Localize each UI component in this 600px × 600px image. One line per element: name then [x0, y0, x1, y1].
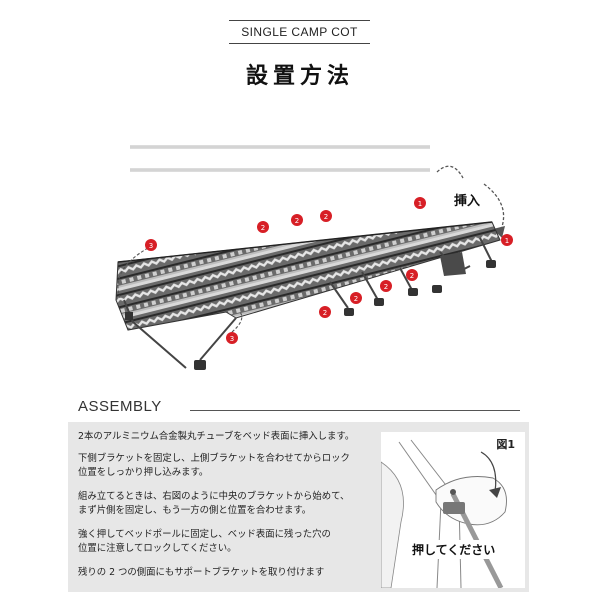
page-title: 設置方法	[245, 64, 354, 89]
step-badge: 2	[257, 221, 269, 233]
step-3-text: 組み立てるときは、右図のように中央のブラケットから始めて、 まず片側を固定し、も…	[78, 491, 350, 516]
svg-text:2: 2	[323, 309, 327, 317]
bracket-joints	[125, 260, 496, 370]
step-badges: 1 1 2 2 2 2 2 2 2 3 3	[145, 197, 513, 344]
step-badge: 1	[414, 197, 426, 209]
svg-text:2: 2	[261, 224, 265, 232]
svg-text:2: 2	[324, 213, 328, 221]
section-divider	[190, 410, 520, 411]
figure-caption: 押してください	[409, 540, 499, 559]
step-5-text: 残りの 2 つの側面にもサポートブラケットを取り付けます	[78, 567, 325, 578]
guide-arrow-left	[117, 247, 149, 299]
step-1-text: 2本のアルミニウム合金製丸チューブをベッド表面に挿入します。	[78, 431, 355, 442]
insert-arrow-top	[436, 165, 464, 179]
step-badge: 2	[319, 306, 331, 318]
insert-label: 挿入	[454, 193, 480, 209]
figure-label: 図1	[496, 438, 515, 451]
step-badge: 2	[380, 280, 392, 292]
cot-assembly-illustration: 挿入 1 1 2 2 2 2 2 2 2 3 3	[115, 145, 513, 370]
product-label: SINGLE CAMP COT	[229, 20, 370, 44]
svg-text:2: 2	[410, 272, 414, 280]
svg-text:3: 3	[230, 335, 234, 343]
center-bracket	[440, 252, 466, 276]
svg-text:3: 3	[149, 242, 153, 250]
step-4-text: 強く押してベッドポールに固定し、ベッド表面に残った穴の 位置に注意してロックして…	[78, 529, 331, 554]
step-badge: 2	[291, 214, 303, 226]
step-2-text: 下側ブラケットを固定し、上側ブラケットを合わせてからロック 位置をしっかり押し込…	[78, 453, 350, 478]
svg-text:2: 2	[295, 217, 299, 225]
step-badge: 2	[406, 269, 418, 281]
step-badge: 1	[501, 234, 513, 246]
svg-text:2: 2	[384, 283, 388, 291]
aluminum-tubes	[130, 145, 430, 172]
step-badge: 3	[145, 239, 157, 251]
step-badge: 2	[350, 292, 362, 304]
guide-arrow-bottom	[231, 311, 243, 333]
svg-text:2: 2	[354, 295, 358, 303]
figure-1: 図1 押してください	[381, 432, 525, 588]
svg-text:1: 1	[505, 237, 509, 245]
bracket-press-illustration	[381, 439, 507, 588]
section-title: ASSEMBLY	[78, 398, 162, 415]
cot-fabric	[115, 221, 501, 331]
svg-text:1: 1	[418, 200, 422, 208]
step-badge: 3	[226, 332, 238, 344]
step-badge: 2	[320, 210, 332, 222]
